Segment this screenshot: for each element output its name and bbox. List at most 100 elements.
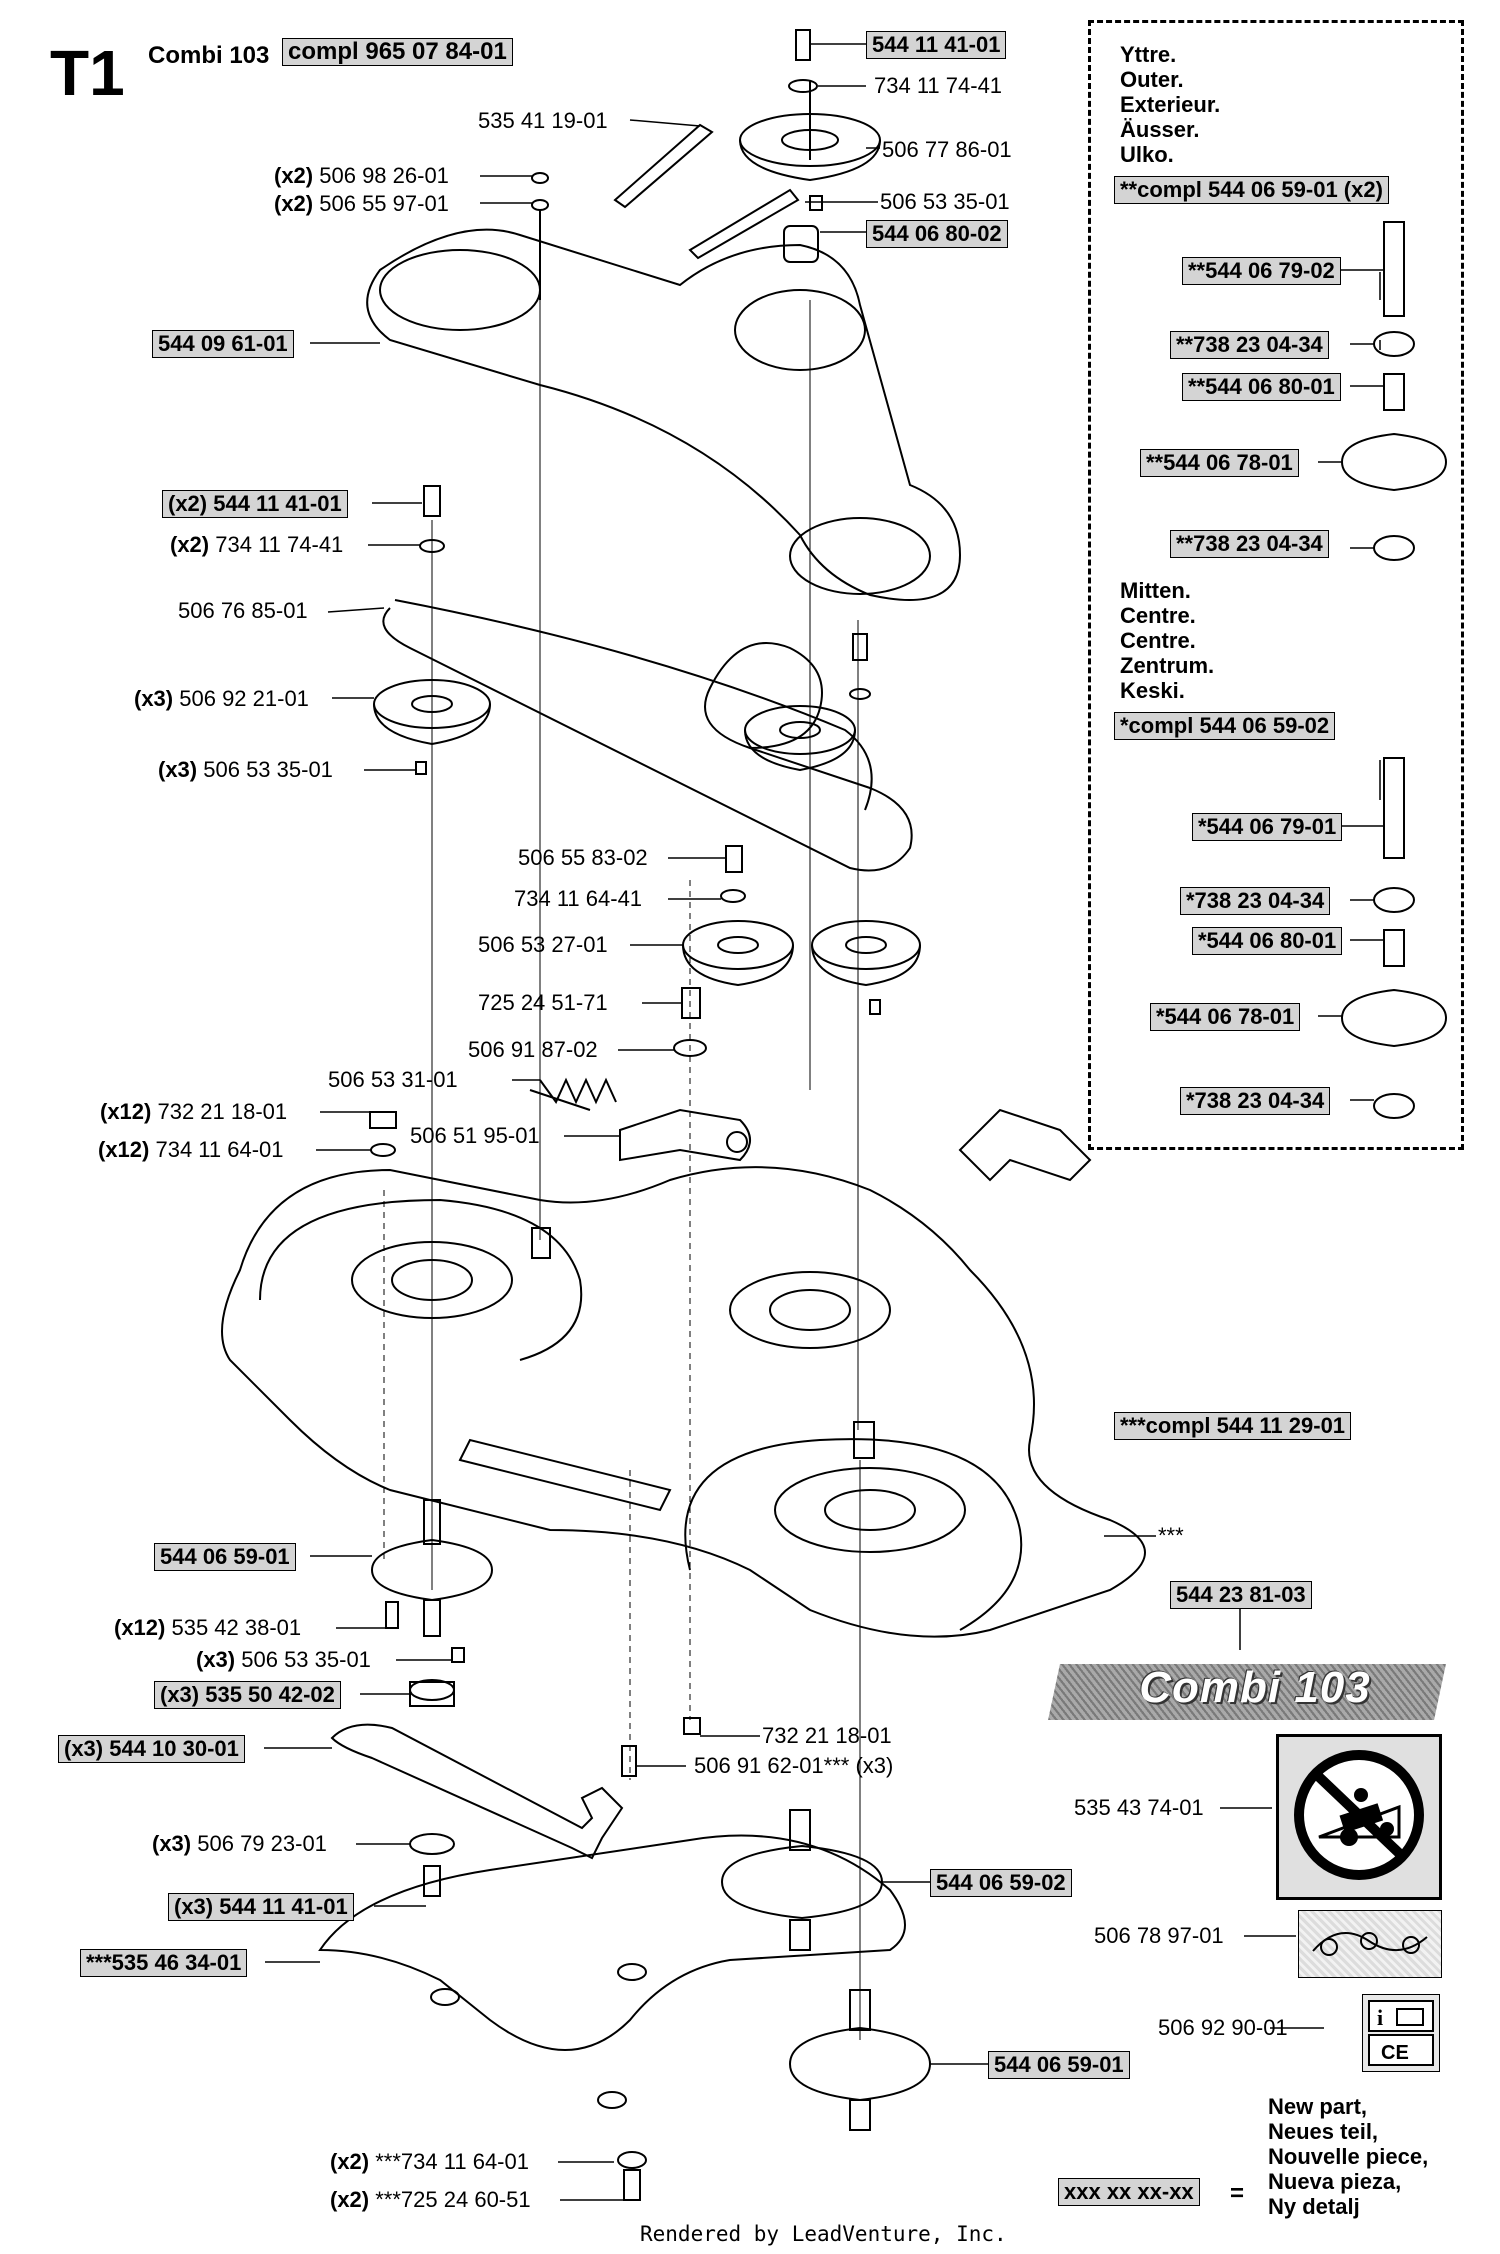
center-lang: Centre.	[1120, 603, 1196, 628]
part-label: 506 78 97-01	[1094, 1923, 1224, 1948]
inset-part: **738 23 04-34	[1170, 331, 1329, 359]
part-label: ***compl 544 11 29-01	[1114, 1412, 1352, 1440]
qty: (x3)	[152, 1831, 192, 1856]
outer-lang: Outer.	[1120, 67, 1184, 92]
part-label: 734 11 74-41	[874, 73, 1003, 98]
outer-lang: Ulko.	[1120, 142, 1174, 167]
footer-credit: Rendered by LeadVenture, Inc.	[640, 2222, 1007, 2246]
inset-part: *544 06 80-01	[1192, 927, 1343, 955]
legend-line: Ny detalj	[1268, 2194, 1360, 2219]
qty: (x12)	[100, 1099, 152, 1124]
inset-part: *544 06 79-01	[1192, 813, 1343, 841]
qty: (x2)	[170, 532, 210, 557]
warning-decal	[1276, 1734, 1442, 1900]
legend-line: New part,	[1268, 2094, 1368, 2119]
combi-badge-text: Combi 103	[1139, 1663, 1371, 1712]
part-label: (x2) 544 11 41-01	[162, 490, 348, 518]
part-label: 506 51 95-01	[410, 1123, 540, 1148]
part-label: (x2) ***734 11 64-01	[330, 2149, 529, 2174]
part-label: 535 43 74-01	[1074, 1795, 1204, 1820]
inset-part: **738 23 04-34	[1170, 530, 1329, 558]
spindle-inset	[1088, 20, 1464, 1150]
center-compl: *compl 544 06 59-02	[1114, 712, 1336, 740]
part-label: (x3) 506 79 23-01	[152, 1831, 327, 1856]
part-label: 544 11 41-01	[866, 31, 1007, 59]
part-label: 506 92 90-01	[1158, 2015, 1288, 2040]
part-label: (x2) ***725 24 60-51	[330, 2187, 531, 2212]
qty: (x3)	[158, 757, 198, 782]
legend-line: Nueva pieza,	[1268, 2169, 1402, 2194]
compl-number: compl 965 07 84-01	[282, 38, 513, 66]
part-label: (x12) 734 11 64-01	[98, 1137, 284, 1162]
part-label: 544 06 59-02	[930, 1869, 1072, 1897]
svg-text:i: i	[1377, 2005, 1383, 2030]
part-label: 544 23 81-03	[1170, 1581, 1312, 1609]
part-label: (x3) 506 53 35-01	[158, 757, 333, 782]
qty: (x3)	[134, 686, 174, 711]
model-name: Combi 103	[148, 42, 270, 69]
qty: (x2)	[274, 163, 314, 188]
part-label: 506 53 31-01	[328, 1067, 458, 1092]
inset-part: *738 23 04-34	[1180, 887, 1331, 915]
manual-ce-icon: i CE	[1368, 2000, 1434, 2066]
part-label: 535 41 19-01	[478, 108, 608, 133]
center-lang: Mitten.	[1120, 578, 1191, 603]
qty: (x2)	[330, 2187, 370, 2212]
outer-lang: Yttre.	[1120, 42, 1177, 67]
qty: (x12)	[98, 1137, 150, 1162]
part-label: (x12) 535 42 38-01	[114, 1615, 302, 1640]
center-languages: Mitten. Centre. Centre. Zentrum. Keski.	[1120, 578, 1214, 703]
part-label: (x2) 506 98 26-01	[274, 163, 449, 188]
qty: (x2)	[274, 191, 314, 216]
part-label: 506 91 87-02	[468, 1037, 598, 1062]
no-slope-icon	[1294, 1750, 1424, 1880]
part-label: 734 11 64-41	[514, 886, 643, 911]
inset-part: *544 06 78-01	[1150, 1003, 1301, 1031]
part-label: ***	[1158, 1523, 1184, 1548]
outer-lang: Exterieur.	[1120, 92, 1221, 117]
outer-lang: Äusser.	[1120, 117, 1200, 142]
part-label: 506 55 83-02	[518, 845, 648, 870]
inset-part: **544 06 79-02	[1182, 257, 1341, 285]
part-label: (x3) 544 11 41-01	[168, 1893, 354, 1921]
qty: (x12)	[114, 1615, 166, 1640]
part-label: (x3) 506 53 35-01	[196, 1647, 371, 1672]
part-label: (x2) 734 11 74-41	[170, 532, 344, 557]
legend-line: Neues teil,	[1268, 2119, 1379, 2144]
part-label: 506 91 62-01*** (x3)	[694, 1753, 894, 1778]
part-label: 506 76 85-01	[178, 598, 308, 623]
legend-line: Nouvelle piece,	[1268, 2144, 1429, 2169]
part-label: 544 06 80-02	[866, 220, 1008, 248]
part-label: (x2) 506 55 97-01	[274, 191, 449, 216]
info-ce-decal: i CE	[1362, 1994, 1440, 2072]
qty: (x2)	[330, 2149, 370, 2174]
outer-compl: **compl 544 06 59-01 (x2)	[1114, 176, 1389, 204]
part-label: 506 53 27-01	[478, 932, 608, 957]
part-label: ***535 46 34-01	[80, 1949, 248, 1977]
center-lang: Zentrum.	[1120, 653, 1215, 678]
part-label: 725 24 51-71	[478, 990, 608, 1015]
legend-equals: =	[1230, 2180, 1245, 2207]
part-label: 732 21 18-01	[762, 1723, 892, 1748]
part-label: 544 06 59-01	[988, 2051, 1130, 2079]
part-label: (x3) 535 50 42-02	[154, 1681, 341, 1709]
part-label: (x3) 544 10 30-01	[58, 1735, 245, 1763]
legend-sample: xxx xx xx-xx	[1058, 2178, 1200, 2206]
outer-languages: Yttre. Outer. Exterieur. Äusser. Ulko.	[1120, 42, 1220, 167]
diagram-id: T1	[50, 37, 125, 109]
center-lang: Centre.	[1120, 628, 1196, 653]
center-lang: Keski.	[1120, 678, 1185, 703]
part-label: 544 09 61-01	[152, 330, 294, 358]
inset-part: *738 23 04-34	[1180, 1087, 1331, 1115]
inset-part: **544 06 80-01	[1182, 373, 1341, 401]
qty: (x3)	[196, 1647, 236, 1672]
part-label: (x3) 506 92 21-01	[134, 686, 309, 711]
belt-routing-decal	[1298, 1910, 1442, 1978]
part-label: 506 77 86-01	[882, 137, 1012, 162]
part-label: (x12) 732 21 18-01	[100, 1099, 288, 1124]
inset-part: **544 06 78-01	[1140, 449, 1299, 477]
new-part-legend: New part, Neues teil, Nouvelle piece, Nu…	[1268, 2094, 1428, 2219]
part-label: 544 06 59-01	[154, 1543, 296, 1571]
